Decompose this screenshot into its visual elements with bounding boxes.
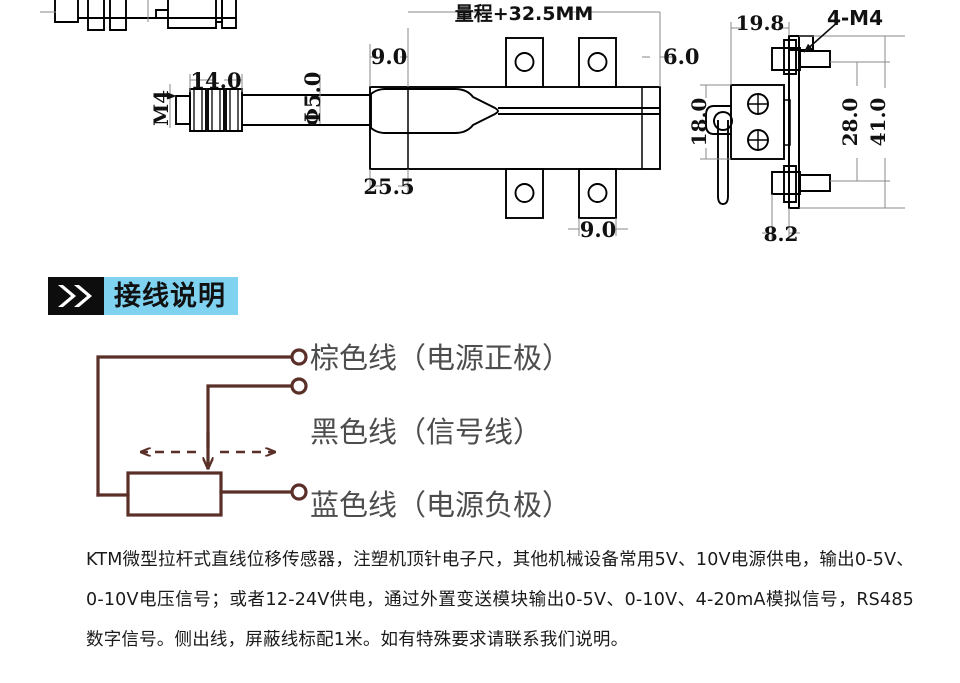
wiring-diagram: [0, 325, 700, 545]
terminal-rings: [290, 348, 308, 501]
section-header-band: 接线说明: [104, 277, 238, 315]
dim-phi5-label: Φ5.0: [300, 72, 325, 127]
dim-8-2-label: 8.2: [764, 222, 799, 246]
dim-6-label: 6.0: [663, 44, 700, 69]
dim-41-label: 41.0: [866, 98, 890, 147]
terminal-blue: [290, 483, 308, 501]
double-chevron-right-icon: [48, 277, 104, 315]
dim-18-label: 18.0: [687, 98, 711, 147]
front-view-body: [369, 86, 661, 170]
dim-25-5-label: 25.5: [363, 174, 414, 199]
dim-4m4-label: 4-M4: [827, 6, 883, 30]
side-view-dimensions: [700, 19, 905, 240]
dim-14-label: 14.0: [190, 68, 241, 93]
dim-19-8-label: 19.8: [736, 11, 785, 35]
dim-28-label: 28.0: [838, 98, 862, 147]
dim-9-top-label: 9.0: [371, 44, 408, 69]
description-text: KTM微型拉杆式直线位移传感器，注塑机顶针电子尺，其他机械设备常用5V、10V电…: [86, 550, 914, 650]
front-view-cone: [370, 88, 499, 134]
potentiometer-body: [126, 471, 223, 517]
product-description: KTM微型拉杆式直线位移传感器，注塑机顶针电子尺，其他机械设备常用5V、10V电…: [86, 540, 914, 660]
section-header-wiring: 接线说明: [48, 277, 238, 315]
front-view-tabs-top: [505, 37, 617, 88]
terminal-brown: [290, 348, 308, 366]
front-view-rod: [175, 88, 370, 132]
front-view-tabs-bottom: [505, 168, 617, 219]
wire-black: [206, 384, 294, 449]
dim-range-label: 量程+32.5MM: [455, 3, 594, 25]
front-view-dimensions: [167, 11, 676, 236]
wiring-schematic-svg: [96, 348, 308, 517]
dim-m4-label: M4: [149, 90, 173, 126]
terminal-black: [290, 377, 308, 395]
drawing-svg: M4 14.0 Φ5.0 9.0 量程+32.5MM 6.0 25.5 9.0 …: [40, 0, 905, 246]
dim-9-bottom-label: 9.0: [580, 217, 617, 242]
wire-brown: [96, 355, 294, 497]
section-title: 接线说明: [114, 280, 226, 312]
technical-drawing: M4 14.0 Φ5.0 9.0 量程+32.5MM 6.0 25.5 9.0 …: [0, 0, 960, 262]
side-view: [705, 35, 831, 209]
previous-drawing-fragment: [54, 0, 237, 31]
